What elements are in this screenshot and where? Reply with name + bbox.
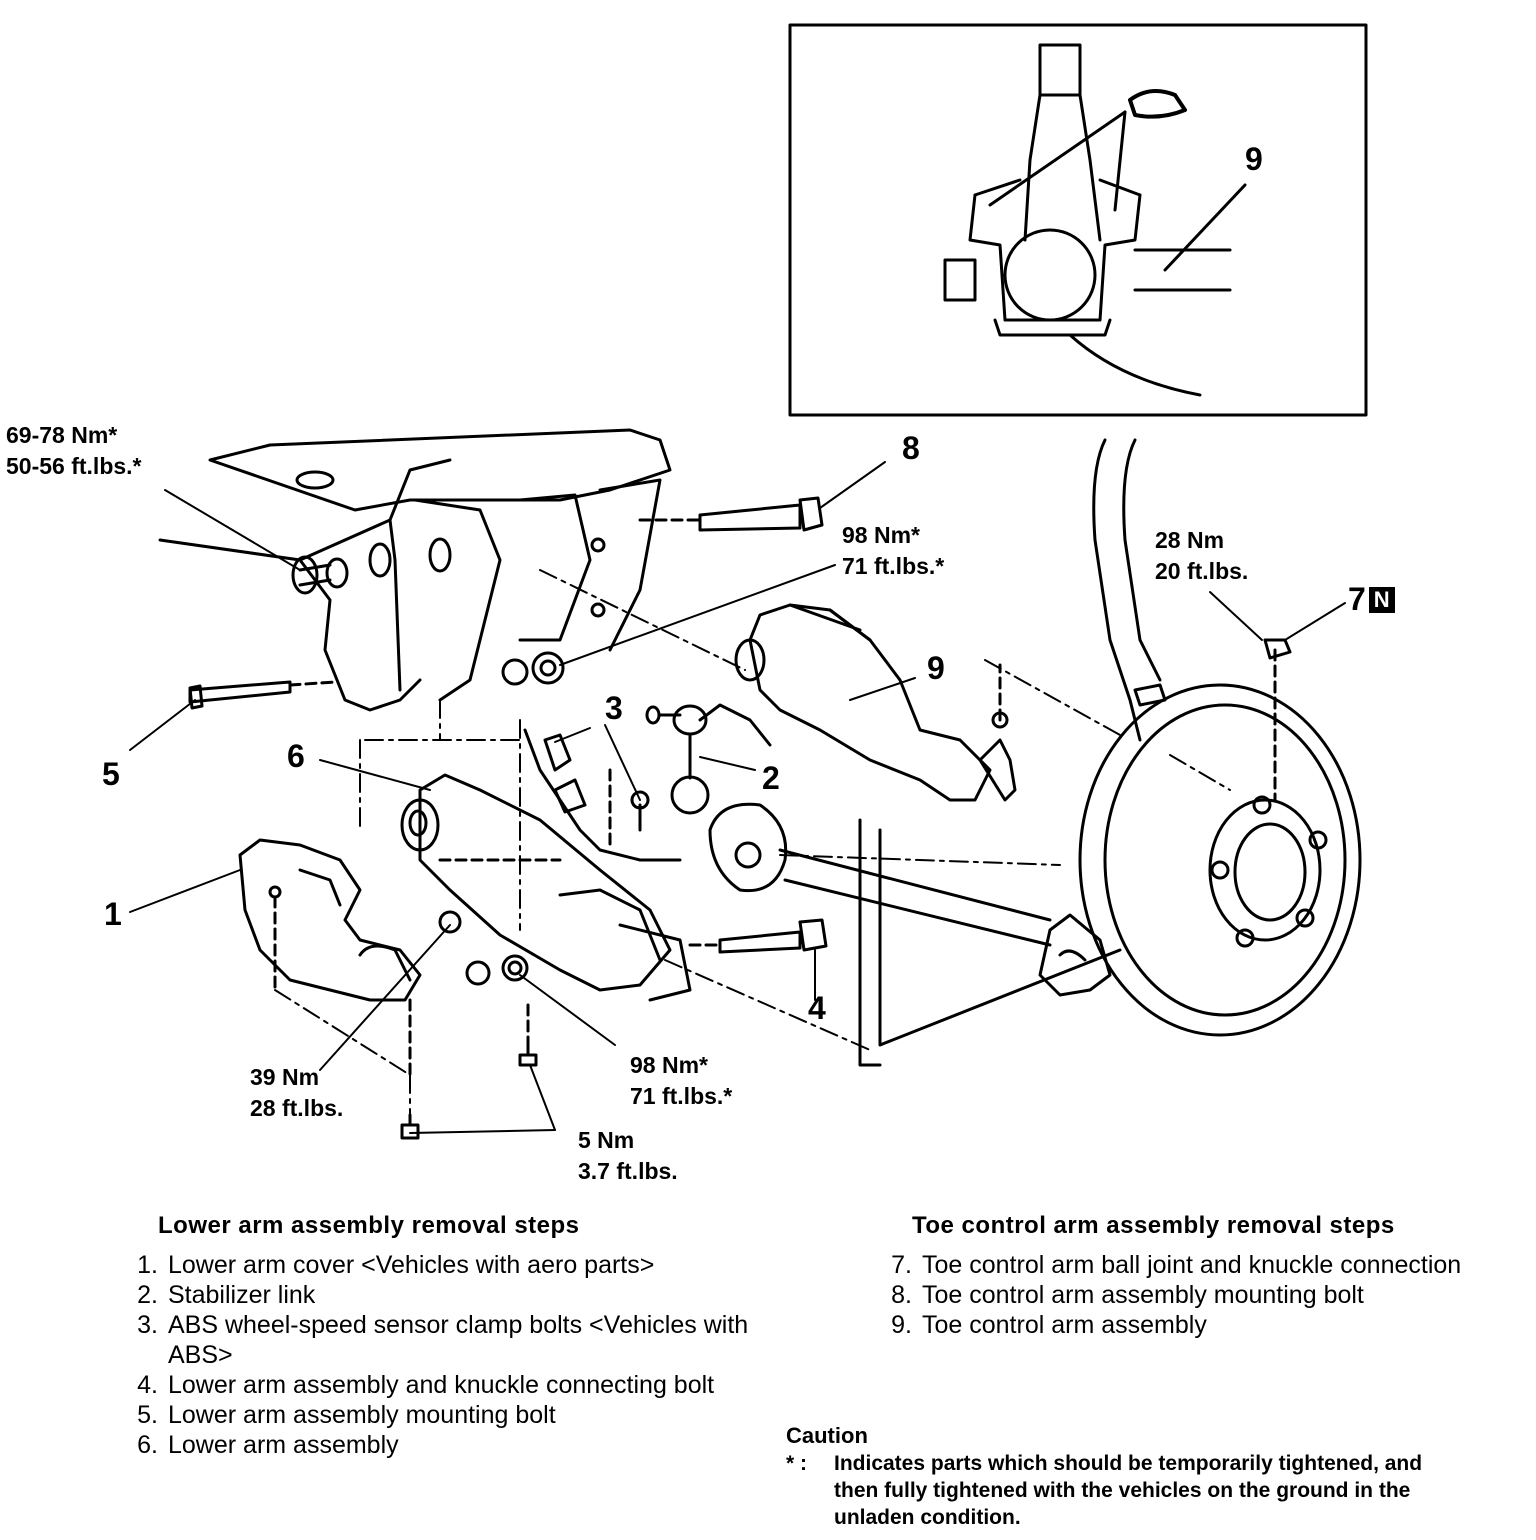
lower-arm-heading: Lower arm assembly removal steps <box>158 1212 580 1239</box>
callout-2: 2 <box>762 760 780 796</box>
stabilizer-link <box>645 703 772 815</box>
callout-4: 4 <box>808 990 826 1026</box>
caution-note: * : Indicates parts which should be temp… <box>786 1450 1426 1531</box>
list-item: 9.Toe control arm assembly <box>891 1311 1207 1339</box>
bolt-8 <box>638 496 824 532</box>
toe-control-arm <box>734 603 1017 802</box>
toe-arm-steps: 7.Toe control arm ball joint and knuckle… <box>876 1250 1516 1340</box>
bolt-5 <box>188 680 337 710</box>
callout-9-inset: 9 <box>1245 141 1263 177</box>
bolt-4 <box>688 918 828 954</box>
suspension-exploded-diagram <box>129 23 1368 1140</box>
list-item: 6.Lower arm assembly <box>137 1431 399 1459</box>
lower-arm-steps: 1.Lower arm cover <Vehicles with aero pa… <box>122 1250 762 1460</box>
callout-1: 1 <box>104 896 122 932</box>
bushing <box>708 802 1122 1067</box>
new-part-badge: N <box>1368 587 1395 613</box>
list-item: 1.Lower arm cover <Vehicles with aero pa… <box>137 1251 655 1279</box>
asterisk-mark: * : <box>786 1452 807 1475</box>
callout-3: 3 <box>605 690 623 726</box>
list-item: 5.Lower arm assembly mounting bolt <box>137 1401 556 1429</box>
inset-frame <box>788 23 1368 417</box>
callout-5: 5 <box>102 756 120 792</box>
caution-title: Caution <box>786 1423 868 1448</box>
callout-6: 6 <box>287 738 305 774</box>
torque-label-crossmember: 69-78 Nm*50-56 ft.lbs.* <box>6 422 142 479</box>
list-item: 2.Stabilizer link <box>137 1281 316 1309</box>
list-item: 7.Toe control arm ball joint and knuckle… <box>891 1251 1462 1279</box>
leader-lines <box>129 461 1346 1134</box>
crossmember <box>158 428 672 712</box>
assembly-lines <box>274 569 1231 1121</box>
callout-9: 9 <box>927 650 945 686</box>
list-item: 8.Toe control arm assembly mounting bolt <box>891 1281 1364 1309</box>
callout-8: 8 <box>902 430 920 466</box>
clamp-bolts-bottom <box>400 1003 538 1140</box>
lower-arm-cover <box>238 838 422 1077</box>
lower-arm <box>400 773 692 1002</box>
knuckle-hub <box>1038 438 1362 1037</box>
list-item: 4.Lower arm assembly and knuckle connect… <box>137 1371 715 1399</box>
torque-label-toe-arm-bolt: 98 Nm*71 ft.lbs.* <box>842 522 945 579</box>
toe-arm-heading: Toe control arm assembly removal steps <box>912 1212 1395 1239</box>
torque-label-lower-arm-bolt: 98 Nm*71 ft.lbs.* <box>630 1052 733 1109</box>
ball-joint-detail <box>943 43 1247 397</box>
caution-text: Indicates parts which should be temporar… <box>834 1452 1423 1529</box>
list-item: 3.ABS wheel-speed sensor clamp bolts <Ve… <box>137 1311 749 1369</box>
abs-sensor-clamp <box>523 728 682 862</box>
